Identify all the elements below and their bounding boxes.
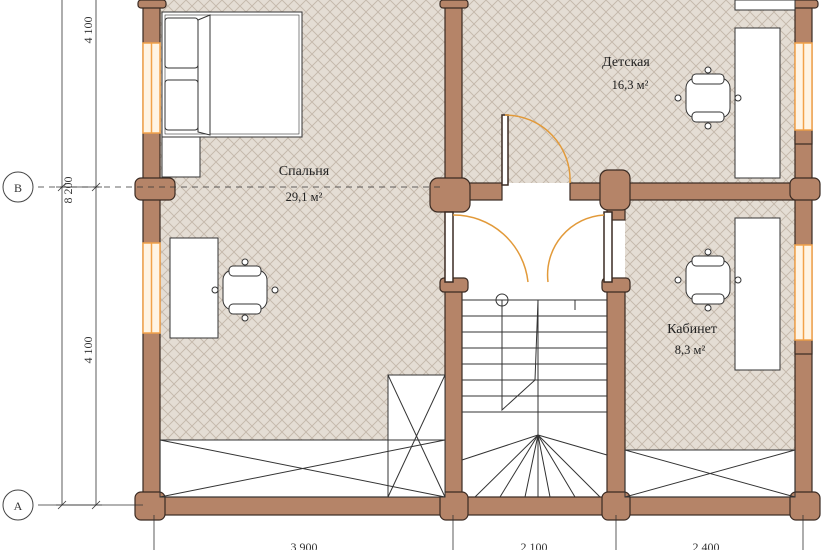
room-area-kids: 16,3 м² bbox=[612, 78, 649, 92]
dim-horizontal-1: 3 900 bbox=[291, 540, 318, 550]
stair-floor bbox=[462, 285, 607, 495]
office-desk bbox=[734, 217, 781, 371]
chair-office bbox=[674, 248, 742, 312]
stair-start-marker bbox=[495, 293, 509, 307]
nightstand bbox=[161, 136, 201, 178]
stair-arrow bbox=[501, 299, 576, 412]
windows bbox=[142, 42, 813, 341]
log-end-stair-l bbox=[439, 277, 469, 293]
log-end-office-wall bbox=[794, 339, 813, 355]
bedroom-wardrobe bbox=[387, 374, 446, 498]
room-name-office: Кабинет bbox=[667, 322, 717, 337]
hall-floor bbox=[445, 200, 625, 285]
door-hall-left-swing bbox=[452, 214, 529, 283]
dim-vertical-upper: 4 100 bbox=[81, 17, 95, 44]
doors bbox=[444, 114, 613, 283]
dim-vertical-total: 8 200 bbox=[61, 177, 75, 204]
axis-markers: В А bbox=[2, 171, 34, 521]
room-area-office: 8,3 м² bbox=[675, 343, 706, 357]
kids-shelf bbox=[734, 0, 796, 11]
log-end-top-l bbox=[137, 0, 167, 9]
log-end-hall-l bbox=[429, 177, 471, 213]
dim-horizontal-2: 2 100 bbox=[521, 540, 548, 550]
log-end-rb bbox=[789, 177, 821, 201]
chairs bbox=[211, 66, 742, 322]
door-hall-right-swing bbox=[546, 214, 605, 283]
axis-b-label: В bbox=[14, 181, 22, 195]
log-end-br bbox=[789, 491, 821, 521]
dim-vertical-lower: 4 100 bbox=[81, 337, 95, 364]
axis-b-circle bbox=[2, 171, 34, 203]
door-hall-right-leaf bbox=[603, 211, 613, 283]
office-closet bbox=[624, 449, 796, 498]
log-end-kids-wall bbox=[794, 129, 813, 145]
wall-stair-left bbox=[444, 284, 463, 498]
bed bbox=[161, 11, 303, 138]
dim-horizontal-3: 2 400 bbox=[693, 540, 720, 550]
axis-a-circle bbox=[2, 489, 34, 521]
door-kids-swing bbox=[504, 114, 571, 184]
room-area-bedroom: 29,1 м² bbox=[286, 190, 323, 204]
door-kids-leaf bbox=[501, 114, 509, 186]
log-end-hall-r bbox=[599, 169, 631, 211]
room-name-bedroom: Спальня bbox=[279, 164, 330, 179]
axis-a-label: А bbox=[14, 499, 23, 513]
log-end-bl bbox=[134, 491, 166, 521]
log-end-top-c bbox=[439, 0, 469, 9]
log-end-left-b bbox=[134, 177, 176, 201]
staircase bbox=[461, 293, 608, 498]
door-hall-left-leaf bbox=[444, 211, 454, 283]
room-name-kids: Детская bbox=[602, 55, 650, 70]
log-end-c1 bbox=[439, 491, 469, 521]
wall-stair-right bbox=[606, 284, 626, 498]
dimension-lines bbox=[56, 0, 102, 510]
bedroom-closet bbox=[159, 439, 446, 498]
furniture bbox=[159, 0, 796, 498]
chair-bedroom bbox=[211, 258, 279, 322]
wall-center-upper bbox=[444, 0, 463, 201]
bedroom-desk bbox=[169, 237, 219, 339]
kids-desk bbox=[734, 27, 781, 179]
chair-kids bbox=[674, 66, 742, 130]
wall-bottom bbox=[142, 496, 814, 516]
